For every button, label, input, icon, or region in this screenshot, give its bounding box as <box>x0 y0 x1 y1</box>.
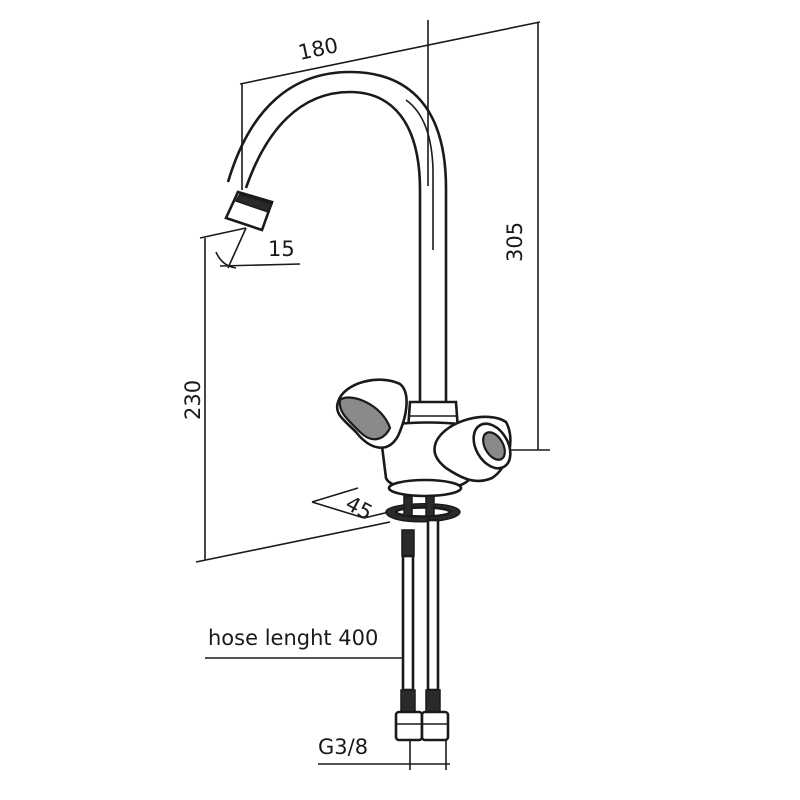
aerator <box>224 190 274 232</box>
hose-length-annotation: hose lenght 400 <box>205 626 404 659</box>
thread-annotation: G3/8 <box>318 735 450 770</box>
faucet-spout <box>226 70 448 402</box>
hose-length-label: hose lenght 400 <box>208 626 378 650</box>
dimension-aerator-angle: 15 <box>215 227 301 269</box>
mounting-bracket <box>385 495 461 523</box>
dimension-spout-height: 230 <box>181 227 391 563</box>
right-handle <box>433 415 512 483</box>
supply-hoses <box>400 518 441 713</box>
dimension-label-15: 15 <box>268 237 295 261</box>
dimension-label-305: 305 <box>503 222 527 262</box>
dimension-total-height: 305 <box>470 22 550 451</box>
dimension-label-180: 180 <box>296 33 340 65</box>
dimension-label-45: 45 <box>342 491 377 525</box>
dimension-label-230: 230 <box>181 380 205 420</box>
thread-label: G3/8 <box>318 735 368 759</box>
connection-nuts <box>394 710 450 742</box>
left-handle <box>335 378 408 449</box>
